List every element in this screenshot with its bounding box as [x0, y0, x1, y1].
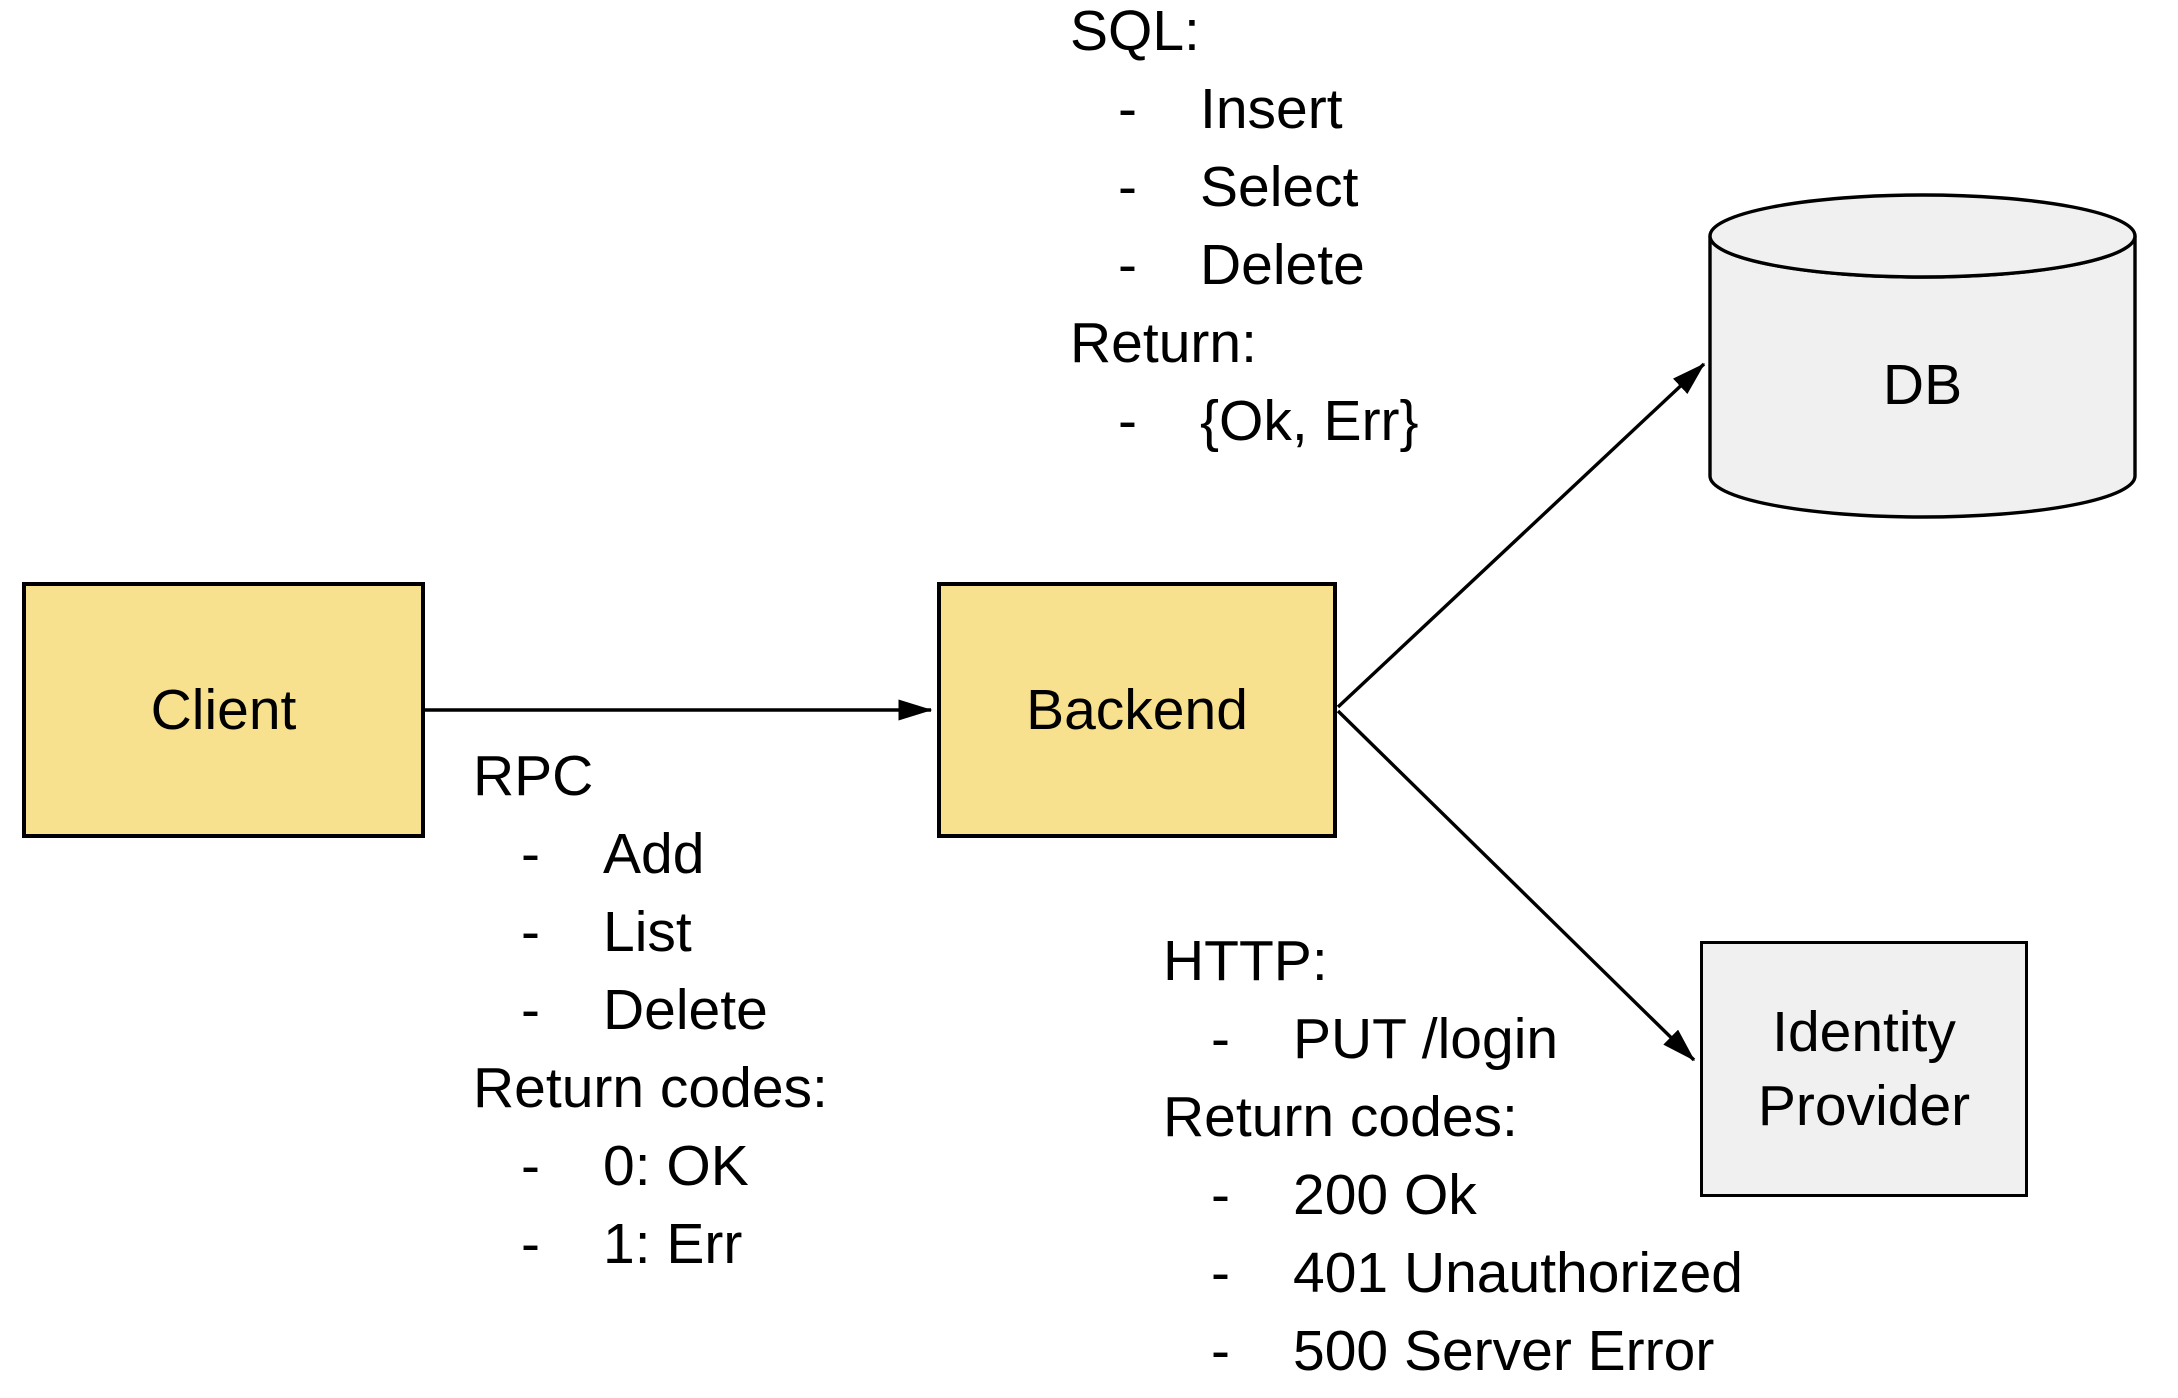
client-node-label: Client [150, 677, 297, 742]
bullet-dash: - [521, 822, 540, 886]
bullet-dash: - [521, 900, 540, 964]
list-item-text: List [603, 900, 692, 964]
list-item: -List [473, 893, 828, 971]
list-item-text: Insert [1200, 77, 1343, 141]
bullet-dash: - [1211, 1241, 1230, 1305]
list-item: -200 Ok [1163, 1156, 1743, 1234]
db-label-text: DB [1882, 352, 1963, 417]
db-cylinder-top [1708, 193, 2137, 279]
bullet-dash: - [1118, 233, 1137, 297]
db-cylinder [1708, 193, 2137, 519]
bullet-dash: - [521, 1134, 540, 1198]
backend-to-db-arrow [1336, 362, 1706, 709]
list-item: -Select [1070, 148, 1419, 226]
list-item: -Add [473, 815, 828, 893]
sql-annotation-title: SQL: [1070, 0, 1200, 63]
list-item-text: {Ok, Err} [1200, 389, 1419, 453]
list-item-text: Select [1200, 155, 1359, 219]
list-item-text: Add [603, 822, 705, 886]
identity-provider-label: Identity Provider [1757, 999, 1971, 1138]
backend-node: Backend [937, 582, 1337, 838]
list-item-text: 0: OK [603, 1134, 749, 1198]
list-item-text: Delete [1200, 233, 1365, 297]
list-item: -1: Err [473, 1205, 828, 1283]
list-item: -{Ok, Err} [1070, 382, 1419, 460]
bullet-dash: - [1211, 1163, 1230, 1227]
client-node: Client [22, 582, 425, 838]
backend-to-identity-arrow [1336, 709, 1696, 1062]
identity-provider-node: Identity Provider [1700, 941, 2028, 1197]
bullet-dash: - [521, 1212, 540, 1276]
http-annotation: HTTP: -PUT /login Return codes: -200 Ok … [1163, 922, 1743, 1390]
backend-node-label: Backend [1026, 677, 1248, 742]
bullet-dash: - [1211, 1319, 1230, 1383]
list-item: -Delete [1070, 226, 1419, 304]
sql-return-title: Return: [1070, 311, 1257, 375]
list-item: -Insert [1070, 70, 1419, 148]
rpc-annotation-title: RPC [473, 744, 594, 808]
list-item-text: PUT /login [1293, 1007, 1559, 1071]
list-item-text: 500 Server Error [1293, 1319, 1715, 1383]
bullet-dash: - [1118, 389, 1137, 453]
bullet-dash: - [521, 978, 540, 1042]
list-item-text: Delete [603, 978, 768, 1042]
list-item-text: 200 Ok [1293, 1163, 1477, 1227]
rpc-return-title: Return codes: [473, 1056, 828, 1120]
list-item-text: 401 Unauthorized [1293, 1241, 1743, 1305]
list-item: -PUT /login [1163, 1000, 1743, 1078]
list-item: -401 Unauthorized [1163, 1234, 1743, 1312]
http-annotation-title: HTTP: [1163, 929, 1328, 993]
bullet-dash: - [1211, 1007, 1230, 1071]
bullet-dash: - [1118, 77, 1137, 141]
rpc-annotation: RPC -Add -List -Delete Return codes: -0:… [473, 737, 828, 1283]
db-node-label: DB [1710, 330, 2135, 440]
bullet-dash: - [1118, 155, 1137, 219]
list-item-text: 1: Err [603, 1212, 743, 1276]
http-return-title: Return codes: [1163, 1085, 1518, 1149]
list-item: -500 Server Error [1163, 1312, 1743, 1390]
sql-annotation: SQL: -Insert -Select -Delete Return: -{O… [1070, 0, 1419, 460]
list-item: -Delete [473, 971, 828, 1049]
list-item: -0: OK [473, 1127, 828, 1205]
